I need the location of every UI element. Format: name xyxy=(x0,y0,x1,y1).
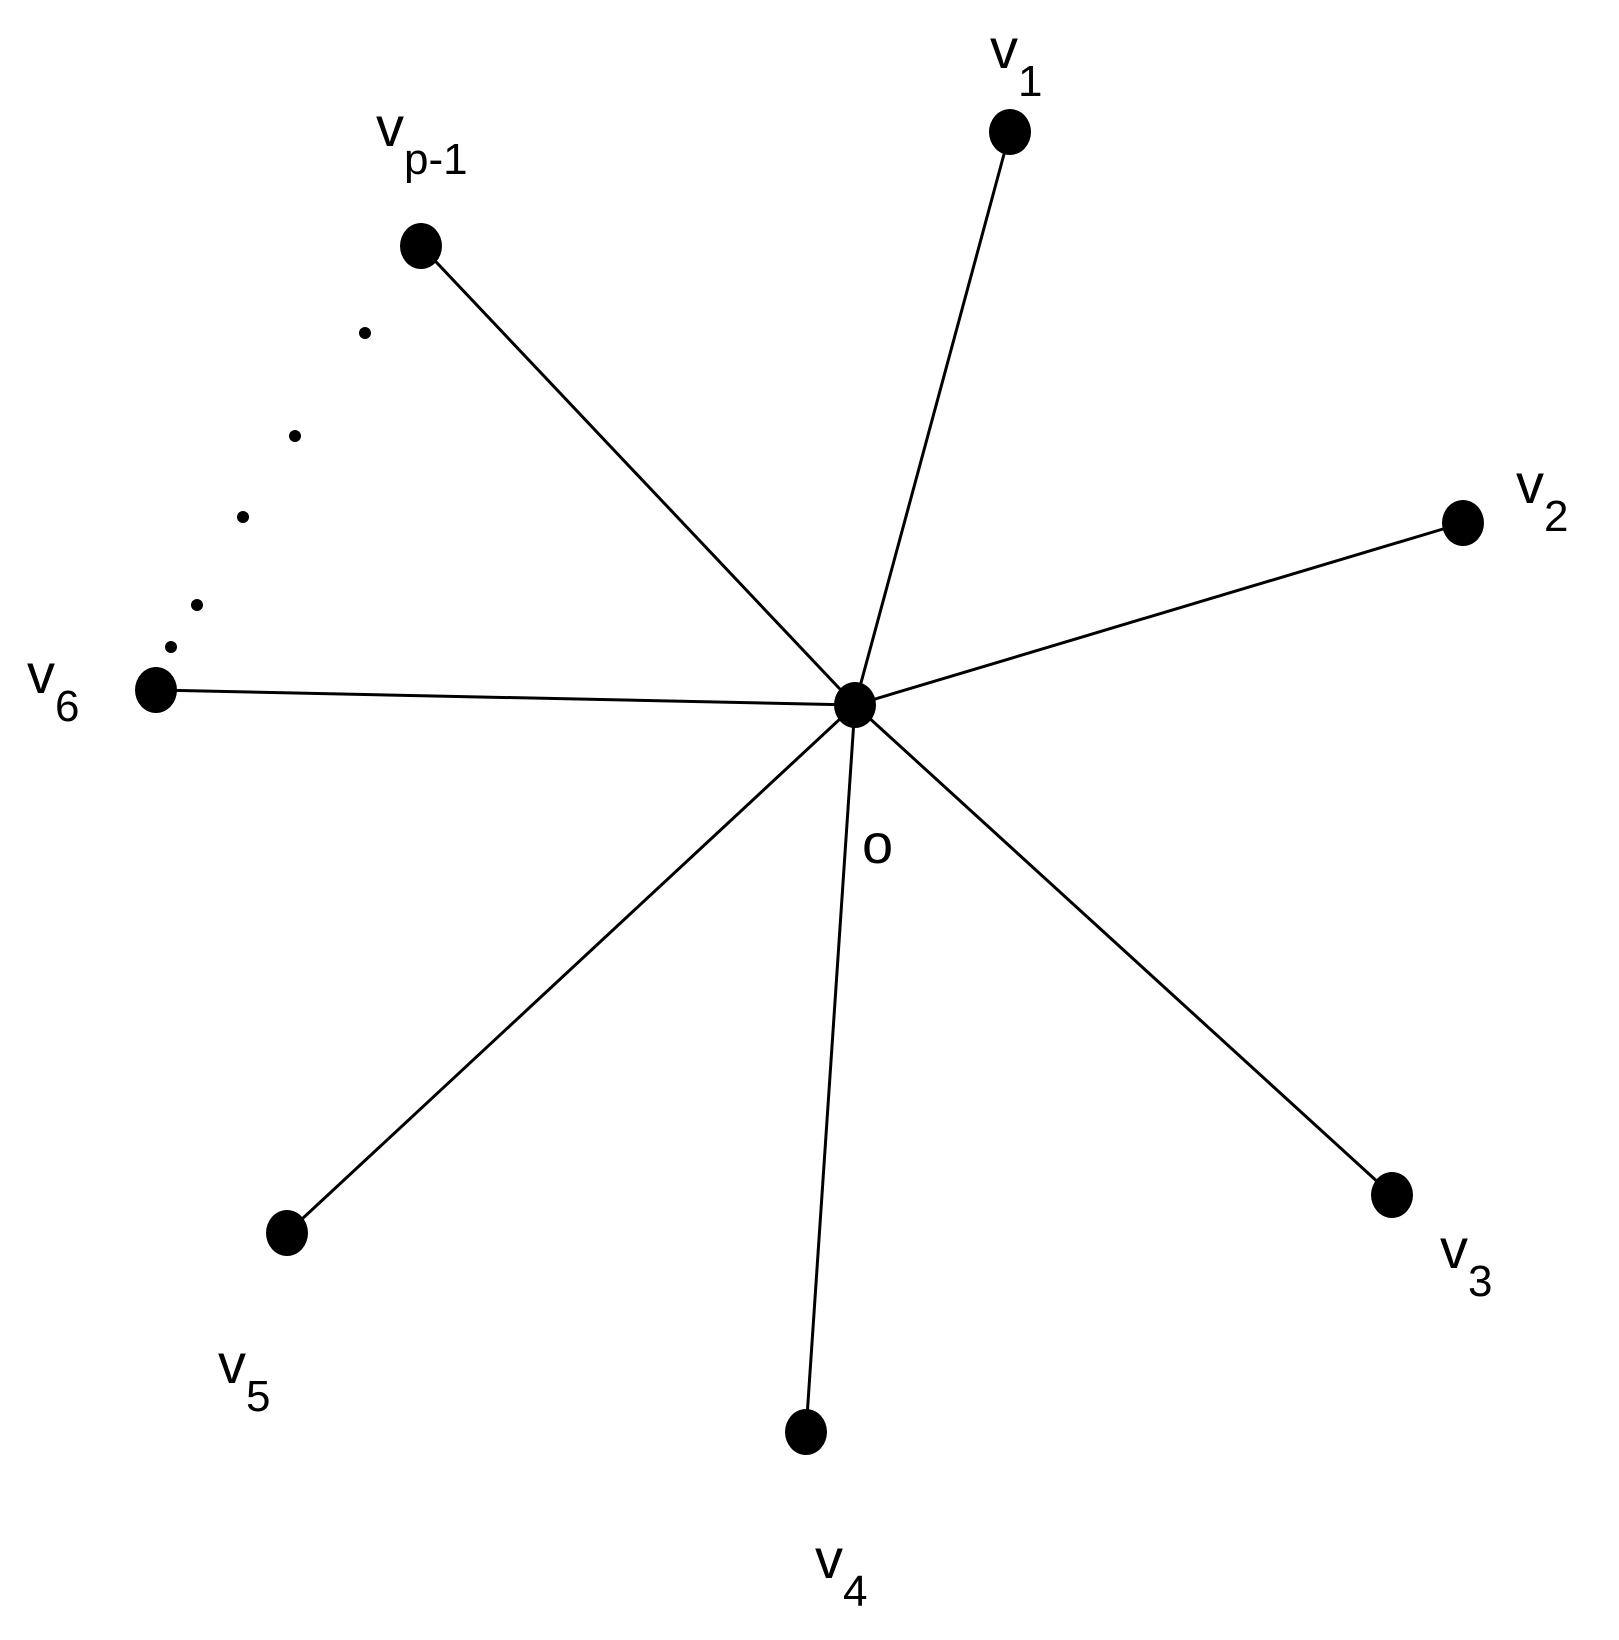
node-v6 xyxy=(135,667,177,713)
node-v1 xyxy=(989,109,1031,155)
edge-o-v3 xyxy=(853,703,1394,1197)
node-v5 xyxy=(266,1210,308,1256)
node-v2 xyxy=(1442,500,1484,546)
label-v5: v5 xyxy=(218,1332,270,1421)
nodes xyxy=(135,109,1484,1455)
node-v4 xyxy=(785,1409,827,1455)
node-vp-1 xyxy=(400,223,442,269)
label-o: o xyxy=(862,812,893,875)
node-o xyxy=(834,682,876,728)
edge-o-v5 xyxy=(285,703,857,1235)
edge-o-vp-1 xyxy=(419,244,857,707)
edge-o-v2 xyxy=(854,521,1464,707)
ellipsis-dot xyxy=(289,430,301,442)
edge-o-v1 xyxy=(853,131,1012,706)
edges xyxy=(155,131,1464,1433)
label-v3: v3 xyxy=(1440,1217,1492,1306)
edge-o-v6 xyxy=(155,688,856,707)
label-v1: v1 xyxy=(990,17,1042,106)
ellipsis-dots xyxy=(165,327,371,653)
label-v6: v6 xyxy=(27,642,79,731)
label-vp-1: vp-1 xyxy=(376,95,468,184)
ellipsis-dot xyxy=(237,511,249,523)
ellipsis-dot xyxy=(359,327,371,339)
edge-o-v4 xyxy=(804,704,857,1433)
node-v3 xyxy=(1371,1172,1413,1218)
label-v2: v2 xyxy=(1516,452,1568,541)
ellipsis-dot xyxy=(191,599,203,611)
label-v4: v4 xyxy=(815,1527,867,1616)
ellipsis-dot xyxy=(165,641,177,653)
labels: o v1 v2 v3 v4 v5 v6 vp-1 xyxy=(27,17,1568,1616)
